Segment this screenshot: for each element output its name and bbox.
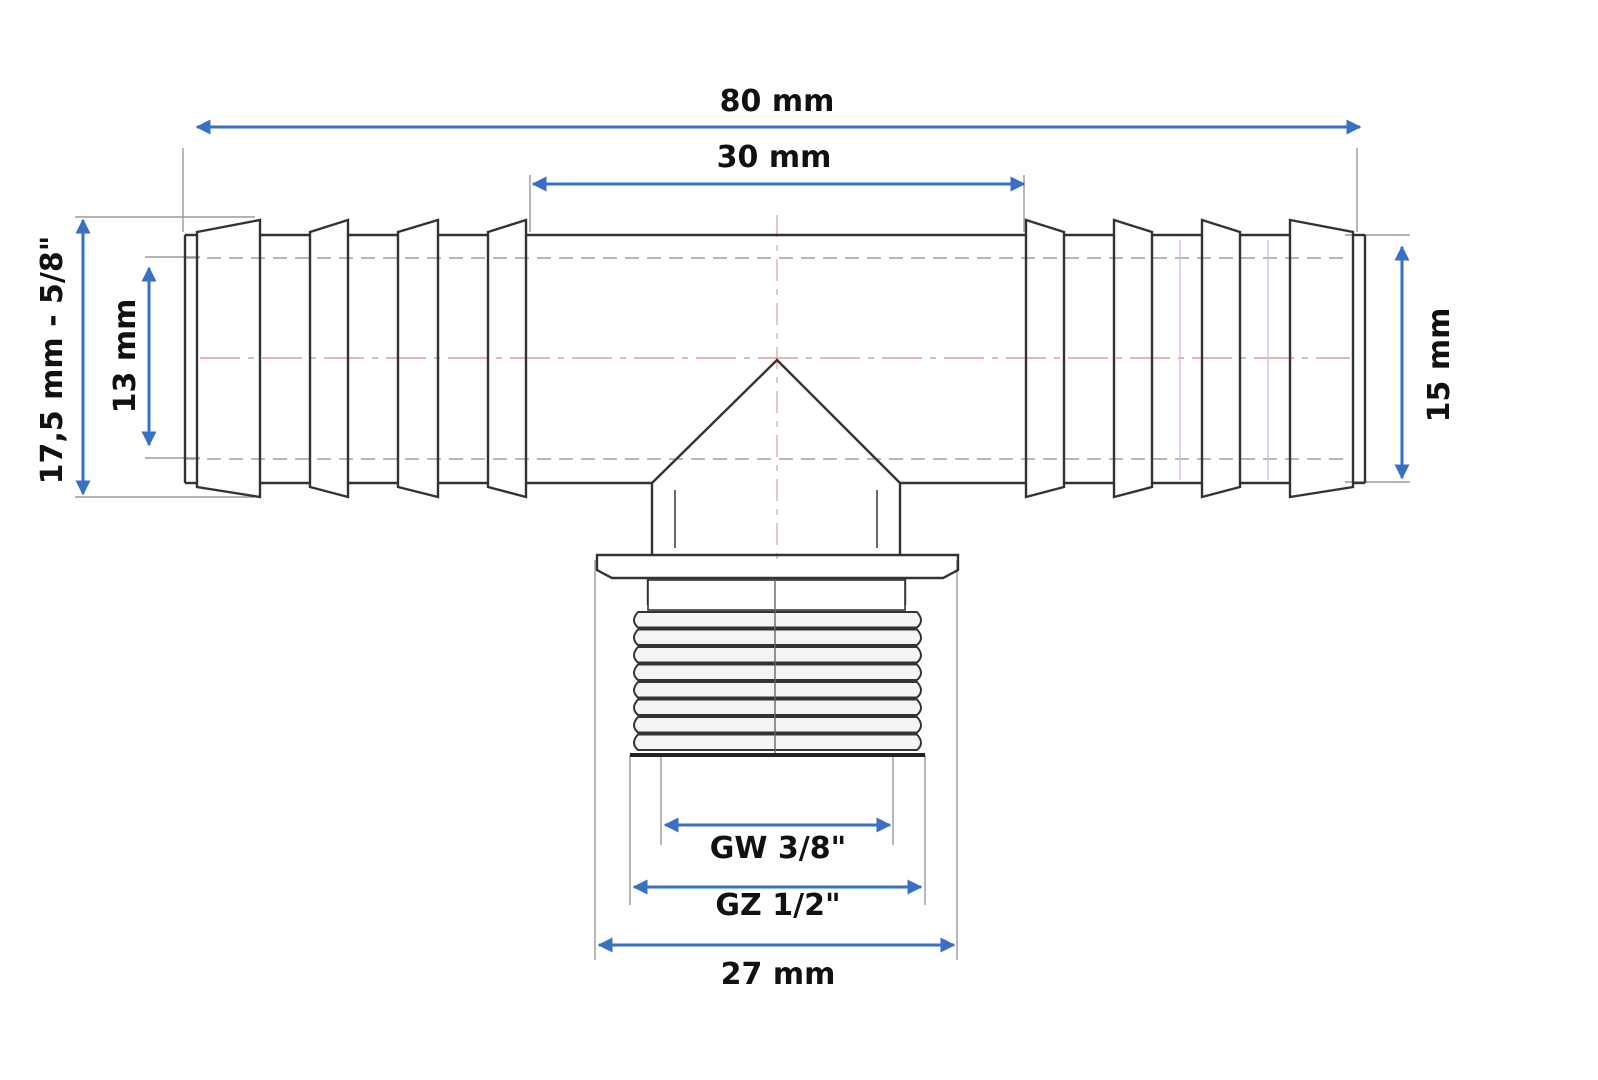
label-body-length: 30 mm — [717, 140, 832, 175]
label-inner-right: 15 mm — [1422, 308, 1457, 423]
thread-ridge — [633, 646, 922, 664]
thread-ridge — [633, 698, 922, 716]
thread-ridge — [633, 663, 922, 681]
thread-ridge — [633, 628, 922, 646]
thread-ridge — [633, 681, 922, 699]
right-hose-tail — [1024, 218, 1367, 499]
label-overall-length: 80 mm — [720, 84, 835, 119]
extension-lines — [75, 148, 1410, 960]
bore-hidden-lines — [185, 257, 1345, 460]
thread-ridge — [633, 716, 922, 734]
left-hose-tail — [183, 218, 528, 499]
label-outer-thread: GZ 1/2" — [715, 888, 840, 923]
label-outer-diameter: 17,5 mm - 5/8" — [35, 236, 70, 485]
center-lines — [200, 215, 1350, 560]
dimension-labels: 80 mm 30 mm 17,5 mm - 5/8" 13 mm 15 mm G… — [35, 84, 1457, 992]
central-body — [526, 233, 1026, 555]
thread-ridge — [633, 611, 922, 629]
label-hex-width: 27 mm — [721, 957, 836, 992]
label-inner-left: 13 mm — [108, 299, 143, 414]
thread-ridge — [633, 733, 922, 751]
dimension-arrows — [75, 119, 1410, 953]
threaded-connector — [630, 579, 925, 757]
label-inner-thread: GW 3/8" — [710, 831, 847, 866]
